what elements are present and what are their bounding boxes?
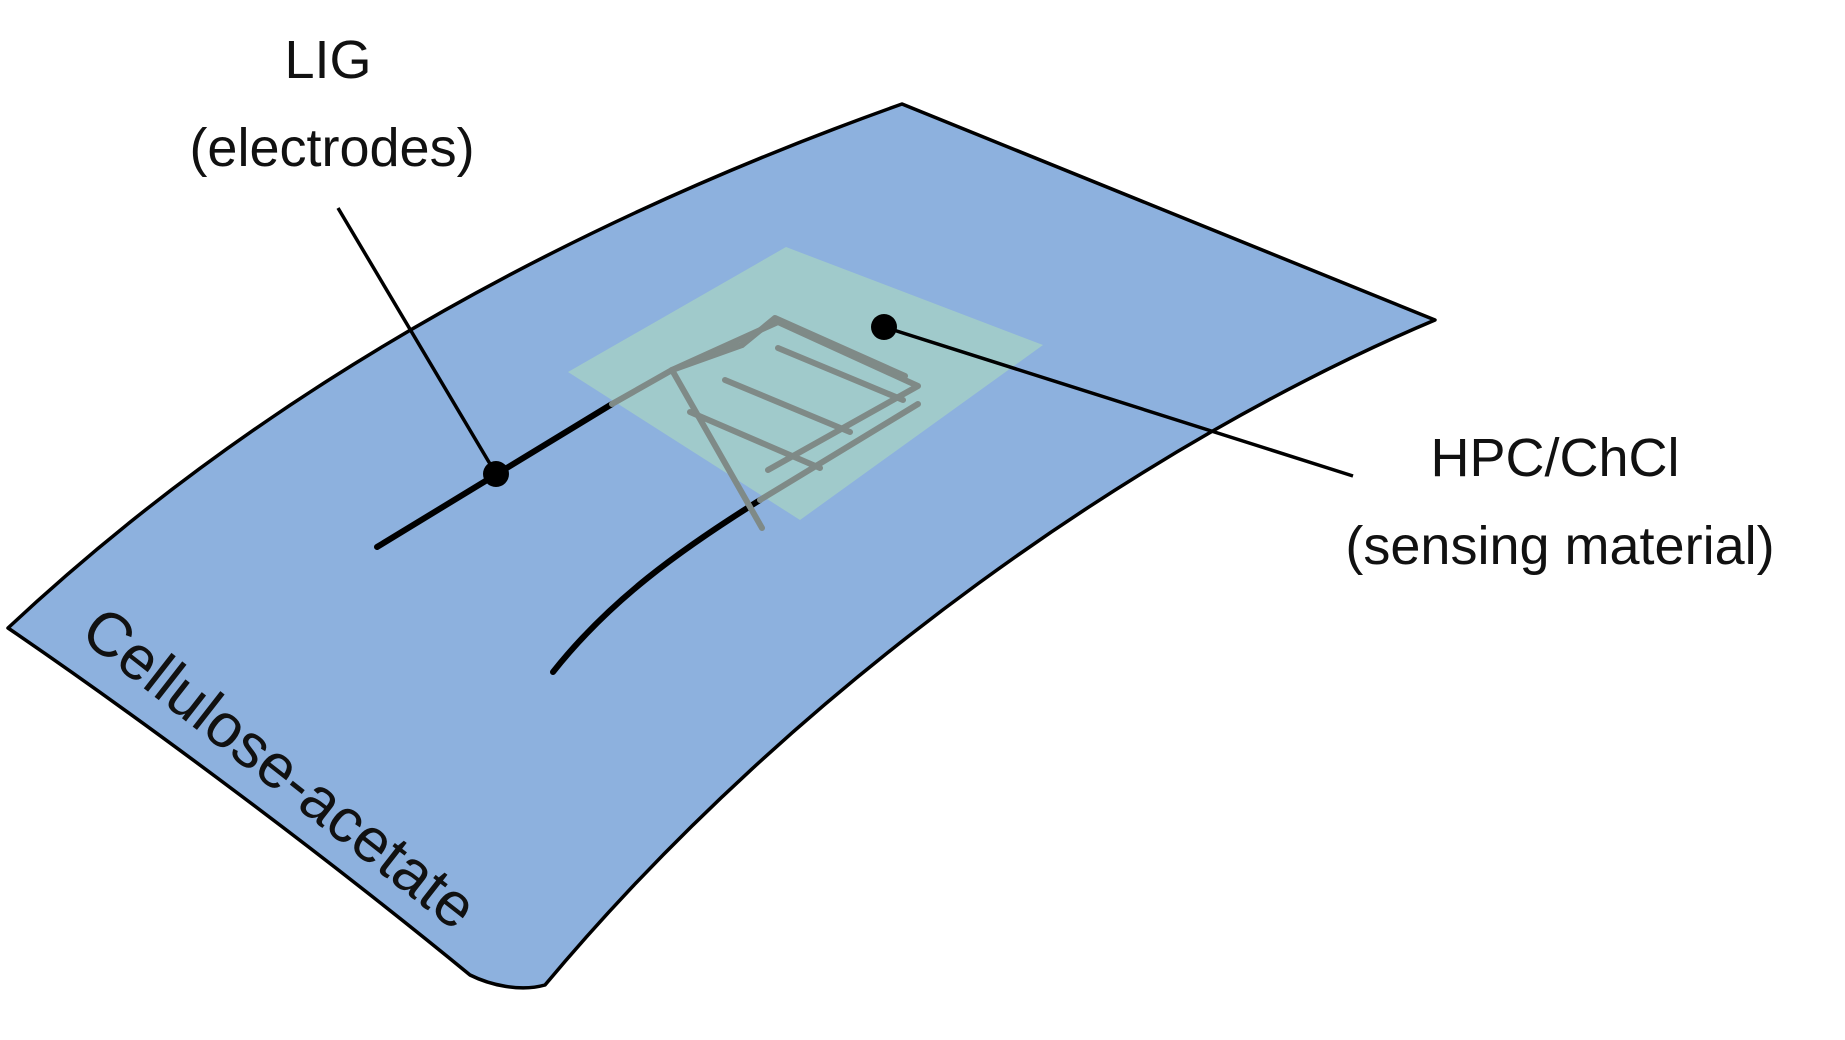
hpc-label-line1: HPC/ChCl (1430, 428, 1679, 488)
electrode-trace-right (550, 497, 763, 675)
lig-label-line1: LIG (284, 30, 371, 90)
hpc-leader-dot (871, 314, 897, 340)
interdigitated-electrodes (609, 315, 921, 531)
hpc-leader-line (883, 325, 1354, 478)
sensing-layer (568, 247, 1043, 520)
lig-label-line2: (electrodes) (189, 118, 474, 178)
hpc-label-line2: (sensing material) (1345, 516, 1774, 576)
lig-leader-dot (483, 461, 509, 487)
lig-leader-line (336, 207, 498, 475)
substrate-sheet (6, 102, 1437, 990)
